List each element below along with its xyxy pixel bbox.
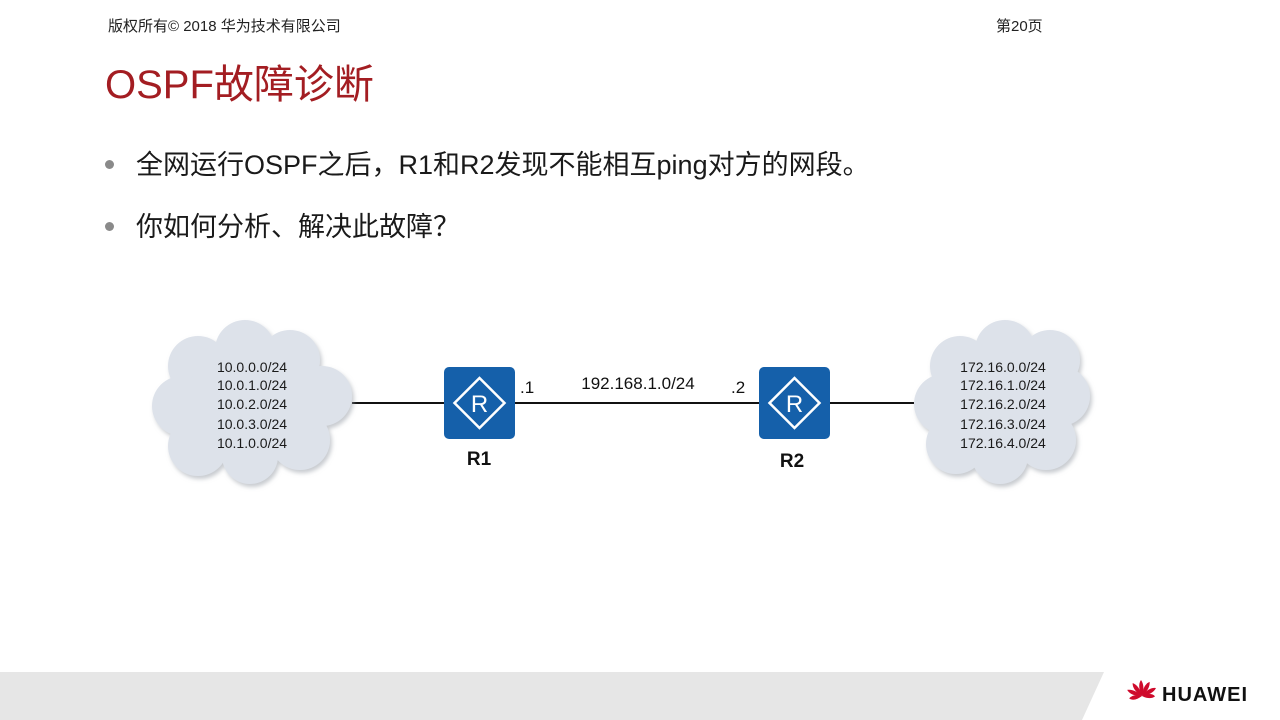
network-label: 172.16.2.0/24 (960, 396, 1046, 412)
brand-name: HUAWEI (1162, 684, 1248, 706)
network-label: 172.16.4.0/24 (960, 435, 1046, 451)
network-label: 10.0.0.0/24 (217, 359, 287, 375)
network-label: 10.0.1.0/24 (217, 377, 287, 393)
bullet-dot-icon (105, 221, 114, 231)
footer-bar (0, 672, 1280, 720)
slide-title: OSPF故障诊断 (105, 63, 374, 107)
network-label: 10.0.2.0/24 (217, 396, 287, 412)
bullet-dot-icon (105, 159, 114, 169)
bullet-item: 全网运行OSPF之后，R1和R2发现不能相互ping对方的网段。 (105, 142, 870, 182)
router-label: R2 (780, 451, 804, 472)
interface-label: .2 (731, 378, 745, 397)
bullet-text: 你如何分析、解决此故障？ (136, 211, 460, 242)
bullet-text: 全网运行OSPF之后，R1和R2发现不能相互ping对方的网段。 (136, 149, 870, 180)
router-r2[interactable]: R (759, 367, 830, 439)
cloud-icon (152, 320, 352, 484)
link-network-label: 192.168.1.0/24 (581, 374, 694, 393)
interface-label: .1 (520, 378, 534, 397)
copyright-text: 版权所有© 2018 华为技术有限公司 (108, 18, 341, 35)
router-icon (759, 367, 830, 439)
router-icon (444, 367, 515, 439)
network-label: 10.0.3.0/24 (217, 416, 287, 432)
router-r1[interactable]: R (444, 367, 515, 439)
bullet-list: 全网运行OSPF之后，R1和R2发现不能相互ping对方的网段。 你如何分析、解… (105, 142, 870, 266)
network-label: 172.16.3.0/24 (960, 416, 1046, 432)
cloud-icon (914, 320, 1090, 484)
network-label: 172.16.0.0/24 (960, 359, 1046, 375)
huawei-logo-icon (1127, 680, 1156, 700)
router-label: R1 (467, 449, 492, 470)
brand-panel (1082, 672, 1280, 720)
bullet-item: 你如何分析、解决此故障？ (105, 204, 870, 244)
router-glyph: R (471, 391, 488, 418)
router-glyph: R (786, 391, 803, 418)
network-label: 172.16.1.0/24 (960, 377, 1046, 393)
page-number: 第20页 (996, 18, 1043, 35)
network-label: 10.1.0.0/24 (217, 435, 287, 451)
